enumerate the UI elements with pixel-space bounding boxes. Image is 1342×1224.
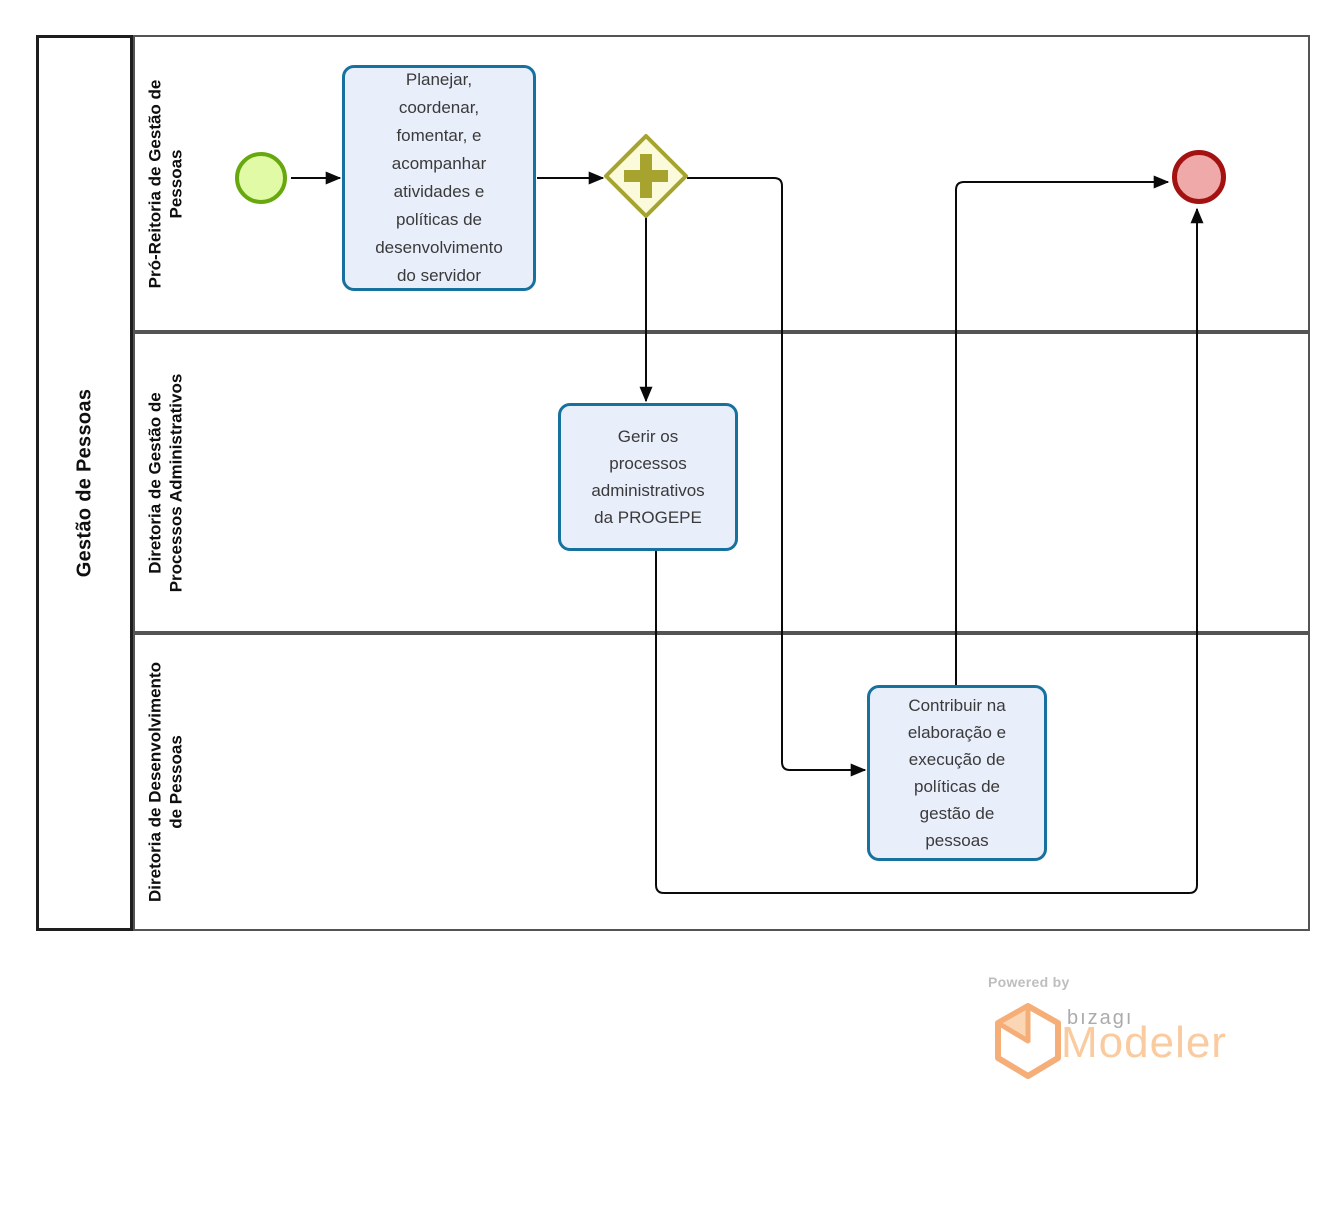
flow-contribuir-to-end — [955, 175, 1170, 685]
task-label: Contribuir na elaboração e execução de p… — [907, 696, 1007, 850]
task-label: Planejar, coordenar, fomentar, e acompan… — [375, 70, 503, 285]
task-gerir-processos[interactable]: Gerir os processos administrativos da PR… — [558, 403, 738, 551]
powered-by-label: Powered by — [988, 974, 1070, 990]
task-contribuir[interactable]: Contribuir na elaboração e execução de p… — [867, 685, 1047, 861]
flow-gerir-to-end — [655, 207, 1204, 894]
parallel-gateway[interactable] — [604, 134, 688, 218]
flow-gateway-to-contribuir — [687, 177, 867, 777]
pool-header: Gestão de Pessoas — [36, 35, 133, 931]
lane-diretoria-desenvolvimento: Diretoria de Desenvolvimento de Pessoas — [133, 633, 1310, 931]
task-label: Gerir os processos administrativos da PR… — [591, 427, 705, 527]
bizagi-wordmark: bızagı — [1067, 1007, 1134, 1029]
task-planejar[interactable]: Planejar, coordenar, fomentar, e acompan… — [342, 65, 536, 291]
end-event[interactable] — [1172, 150, 1226, 204]
start-event[interactable] — [235, 152, 287, 204]
bizagi-hexagon-icon — [992, 1002, 1064, 1085]
plus-icon — [624, 154, 668, 198]
modeler-wordmark: Modeler — [1061, 1018, 1227, 1067]
